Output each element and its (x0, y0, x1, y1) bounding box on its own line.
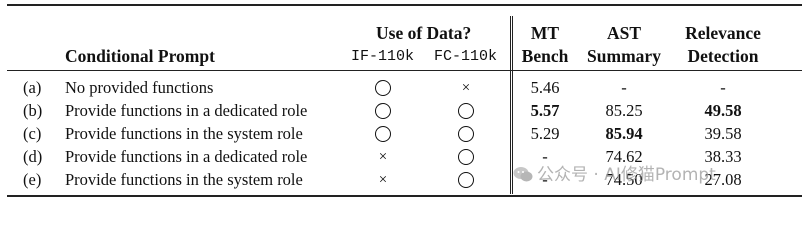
row-prompt: Provide functions in a dedicated role (65, 147, 308, 166)
circle-icon (458, 126, 474, 142)
circle-icon (458, 103, 474, 119)
watermark-text: 公众号 · AI修猫Prompt (537, 165, 716, 185)
relevance-value: 39.58 (704, 124, 742, 143)
column-separator (510, 16, 511, 194)
top-rule (7, 4, 802, 6)
header-mt-line1: MT (530, 23, 560, 43)
header-conditional-prompt: Conditional Prompt (65, 46, 215, 66)
header-rule (7, 70, 802, 71)
ast-value: 74.50 (605, 170, 643, 189)
header-relevance-line2: Detection (687, 46, 759, 66)
header-ast-line2: Summary (587, 46, 661, 66)
wechat-icon (513, 167, 533, 182)
column-separator (512, 16, 513, 194)
cross-icon: × (378, 172, 388, 188)
row-id: (d) (23, 147, 43, 166)
ast-value: 85.25 (605, 101, 643, 120)
row-id: (b) (23, 101, 43, 120)
mt-bench-value: - (542, 170, 548, 189)
header-relevance-line1: Relevance (685, 23, 761, 43)
table-row: (d) Provide functions in a dedicated rol… (0, 146, 809, 168)
circle-icon (375, 103, 391, 119)
header-use-of-data: Use of Data? (376, 23, 472, 43)
row-id: (c) (23, 124, 42, 143)
row-id: (a) (23, 78, 42, 97)
bottom-rule (7, 195, 802, 197)
header-fc110k: FC-110k (434, 48, 498, 65)
cross-icon: × (461, 80, 471, 96)
header-if110k: IF-110k (351, 48, 415, 65)
header-mt-line2: Bench (521, 46, 569, 66)
table-row: (c) Provide functions in the system role… (0, 123, 809, 145)
mt-bench-value: 5.46 (530, 78, 560, 97)
ast-value: - (621, 78, 627, 97)
ast-value: 74.62 (605, 147, 643, 166)
relevance-value: - (720, 78, 726, 97)
ast-value: 85.94 (605, 124, 643, 143)
circle-icon (458, 172, 474, 188)
table-row: (b) Provide functions in a dedicated rol… (0, 100, 809, 122)
mt-bench-value: - (542, 147, 548, 166)
row-prompt: Provide functions in the system role (65, 124, 303, 143)
row-id: (e) (23, 170, 42, 189)
circle-icon (375, 80, 391, 96)
relevance-value: 38.33 (704, 147, 742, 166)
header-ast-line1: AST (606, 23, 642, 43)
watermark: 公众号 · AI修猫Prompt (513, 160, 716, 185)
table-row: (e) Provide functions in the system role… (0, 169, 809, 191)
row-prompt: No provided functions (65, 78, 214, 97)
circle-icon (375, 126, 391, 142)
row-prompt: Provide functions in a dedicated role (65, 101, 308, 120)
row-prompt: Provide functions in the system role (65, 170, 303, 189)
relevance-value: 49.58 (704, 101, 742, 120)
relevance-value: 27.08 (704, 170, 742, 189)
table-row: (a) No provided functions × 5.46 - - (0, 77, 809, 99)
circle-icon (458, 149, 474, 165)
mt-bench-value: 5.29 (530, 124, 560, 143)
mt-bench-value: 5.57 (530, 101, 560, 120)
cross-icon: × (378, 149, 388, 165)
